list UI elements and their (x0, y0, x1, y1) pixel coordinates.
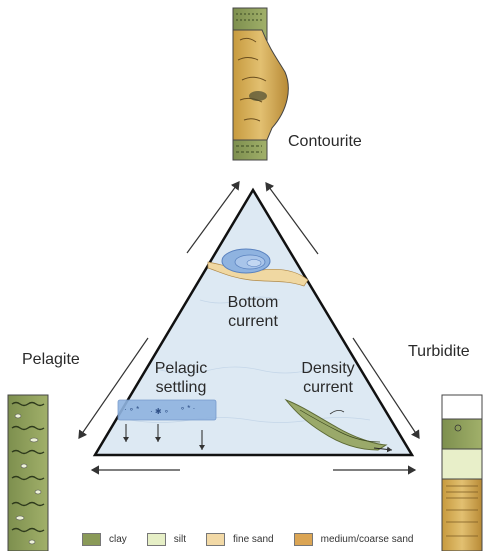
contourite-core (233, 8, 288, 160)
legend-swatch (147, 533, 166, 546)
svg-text:· ∘ *: · ∘ * (124, 405, 139, 414)
pelagite-label: Pelagite (22, 351, 80, 369)
pelagite-core (8, 395, 48, 551)
svg-text:∘ * ·: ∘ * · (180, 404, 195, 413)
turbidite-label: Turbidite (408, 343, 470, 361)
pelagic-settling-label: Pelagic settling (140, 359, 222, 397)
legend-item-medium-coarse-sand: medium/coarse sand (294, 533, 414, 546)
legend-item-fine-sand: fine sand (206, 533, 274, 546)
legend-item-silt: silt (147, 533, 186, 546)
bottom-current-label: Bottom current (212, 293, 294, 331)
legend-swatch (206, 533, 225, 546)
legend-swatch (294, 533, 313, 546)
legend: clay silt fine sand medium/coarse sand (82, 530, 433, 548)
density-current-label: Density current (287, 359, 369, 397)
contourite-label: Contourite (288, 133, 362, 151)
svg-text:· ✱ ∘: · ✱ ∘ (150, 407, 169, 416)
legend-item-clay: clay (82, 533, 127, 546)
turbidite-core (442, 395, 482, 551)
legend-swatch (82, 533, 101, 546)
